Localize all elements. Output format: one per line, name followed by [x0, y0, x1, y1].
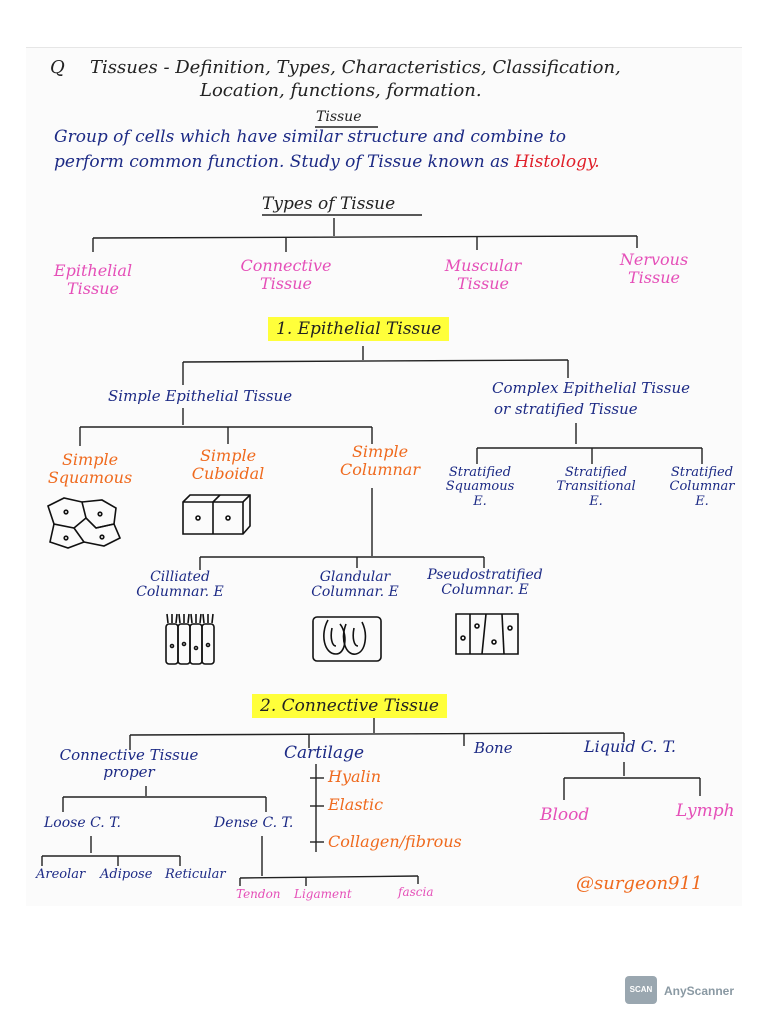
- liquid-ct-label: Liquid C. T.: [584, 737, 676, 756]
- type-epithelial-l1: Epithelial: [53, 261, 133, 280]
- epithelial-title: 1. Epithelial Tissue: [268, 317, 450, 341]
- pseudostratified-columnar-l1: Pseudostratified: [427, 567, 543, 583]
- ct-proper-l1: Connective Tissue: [59, 746, 199, 764]
- types-title: Types of Tissue: [262, 194, 396, 214]
- scanner-app-name: AnyScanner: [664, 984, 735, 998]
- histology-term: Histology.: [514, 152, 600, 172]
- ligament-label: Ligament: [294, 887, 352, 901]
- definition-line2-text: perform common function. Study of Tissue…: [54, 152, 509, 172]
- signature: @surgeon911: [576, 873, 703, 894]
- stratified-transitional-l3: E.: [589, 493, 603, 509]
- simple-columnar-l1: Simple: [351, 442, 409, 461]
- dense-ct-label: Dense C. T.: [214, 815, 294, 831]
- definition-line1: Group of cells which have similar struct…: [54, 127, 567, 147]
- simple-columnar-l2: Columnar: [340, 459, 420, 479]
- page-title-line1: Tissues - Definition, Types, Characteris…: [90, 57, 621, 78]
- loose-ct-label: Loose C. T.: [44, 815, 121, 831]
- definition-title: Tissue: [316, 109, 362, 125]
- simple-squamous-l2: Squamous: [47, 467, 133, 487]
- simple-cuboidal-l2: Cuboidal: [191, 463, 265, 483]
- simple-cuboidal-l1: Simple: [199, 446, 257, 465]
- blood-label: Blood: [540, 805, 590, 825]
- type-nervous-l2: Tissue: [628, 267, 680, 287]
- connective-title: 2. Connective Tissue: [252, 694, 447, 718]
- stratified-columnar-l2: Columnar: [669, 479, 735, 495]
- stratified-squamous-l3: E.: [473, 493, 487, 509]
- type-muscular-l2: Tissue: [457, 273, 509, 293]
- ciliated-cells-icon: [160, 612, 222, 672]
- type-muscular-l1: Muscular: [444, 256, 522, 275]
- bone-label: Bone: [474, 739, 513, 757]
- glandular-columnar-l1: Glandular: [319, 569, 391, 585]
- cartilage-hyalin: Hyalin: [328, 767, 382, 786]
- cartilage-label: Cartilage: [284, 743, 365, 763]
- pseudostratified-cells-icon: [452, 608, 522, 662]
- epithelial-title-text: 1. Epithelial Tissue: [268, 317, 450, 341]
- simple-squamous-l1: Simple: [61, 450, 119, 469]
- simple-epithelial: Simple Epithelial Tissue: [108, 387, 293, 405]
- fascia-label: fascia: [398, 885, 434, 899]
- stratified-columnar-l1: Stratified: [670, 465, 734, 480]
- question-bullet: Q: [50, 57, 65, 78]
- type-nervous-l1: Nervous: [619, 250, 689, 269]
- cuboidal-cells-icon: [180, 492, 254, 542]
- stratified-columnar-l3: E.: [695, 493, 709, 509]
- glandular-columnar-l2: Columnar. E: [311, 584, 399, 601]
- ct-proper-l2: proper: [103, 762, 155, 781]
- page-title-line2: Location, functions, formation.: [200, 80, 482, 101]
- squamous-cells-icon: [44, 494, 126, 554]
- tendon-label: Tendon: [236, 887, 281, 901]
- stratified-transitional-l1: Stratified: [564, 465, 628, 480]
- complex-epithelial-l1: Complex Epithelial Tissue: [492, 379, 690, 397]
- scan-logo-icon: SCAN: [625, 976, 657, 1004]
- stratified-transitional-l2: Transitional: [556, 479, 636, 495]
- cartilage-collagen: Collagen/fibrous: [328, 832, 462, 851]
- glandular-cells-icon: [310, 614, 384, 668]
- ciliated-columnar-l2: Columnar. E: [136, 584, 224, 601]
- reticular-label: Reticular: [165, 867, 226, 882]
- adipose-label: Adipose: [100, 867, 153, 882]
- type-connective-l2: Tissue: [260, 273, 312, 293]
- notebook-page: [26, 47, 742, 906]
- connective-title-text: 2. Connective Tissue: [252, 694, 447, 718]
- pseudostratified-columnar-l2: Columnar. E: [441, 582, 529, 599]
- lymph-label: Lymph: [676, 801, 735, 821]
- type-connective-l1: Connective: [240, 256, 332, 275]
- type-epithelial-l2: Tissue: [67, 278, 119, 298]
- stratified-squamous-l1: Stratified: [448, 465, 512, 480]
- cartilage-elastic: Elastic: [328, 795, 384, 814]
- definition-line2: perform common function. Study of Tissue…: [54, 153, 600, 172]
- stratified-squamous-l2: Squamous: [445, 479, 515, 495]
- ciliated-columnar-l1: Cilliated: [150, 569, 210, 585]
- areolar-label: Areolar: [36, 867, 86, 882]
- complex-epithelial-l2: or stratified Tissue: [494, 400, 638, 418]
